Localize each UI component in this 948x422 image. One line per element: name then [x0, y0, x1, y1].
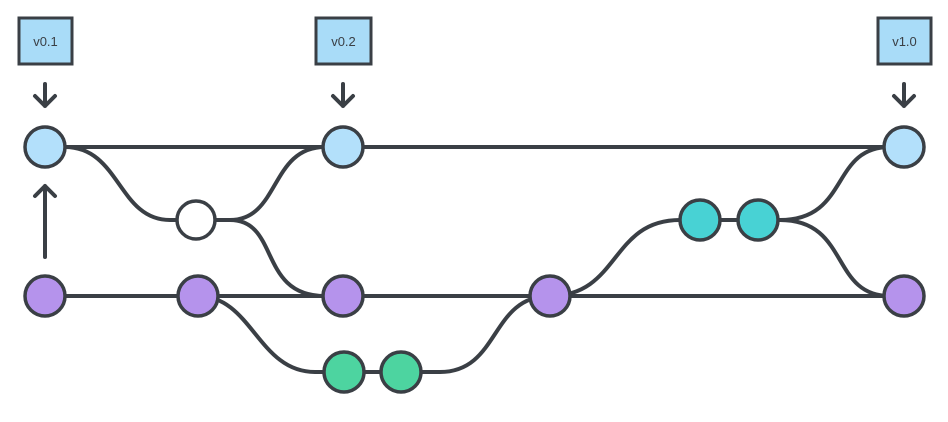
master-commit-node: [23, 125, 67, 169]
release-branch-curve: [548, 145, 892, 298]
tag-v02: v0.2: [314, 16, 373, 66]
tag-v01: v0.1: [17, 16, 74, 66]
release-commit-node: [678, 198, 722, 242]
master-commit-node: [882, 125, 926, 169]
develop-commit-node: [23, 274, 67, 318]
hotfix-merge-develop-curve: [228, 218, 327, 298]
tag-v10: v1.0: [876, 16, 933, 66]
arrow-down-icon: [892, 82, 916, 108]
feature-branch-curve: [196, 294, 552, 374]
release-commit-node: [736, 198, 780, 242]
feature-commit-node: [322, 350, 366, 394]
feature-commit-node: [379, 350, 423, 394]
tag-label-v01: v0.1: [33, 34, 58, 49]
tag-label-v02: v0.2: [331, 34, 356, 49]
arrow-up-icon: [33, 184, 57, 259]
tag-label-v10: v1.0: [892, 34, 917, 49]
hotfix-commit-node: [175, 199, 217, 241]
arrow-down-icon: [331, 82, 355, 108]
arrow-down-icon: [33, 82, 57, 108]
develop-commit-node: [528, 274, 572, 318]
develop-commit-node: [882, 274, 926, 318]
develop-commit-node: [176, 274, 220, 318]
develop-commit-node: [321, 274, 365, 318]
master-commit-node: [321, 125, 365, 169]
release-merge-develop-curve: [778, 218, 892, 298]
